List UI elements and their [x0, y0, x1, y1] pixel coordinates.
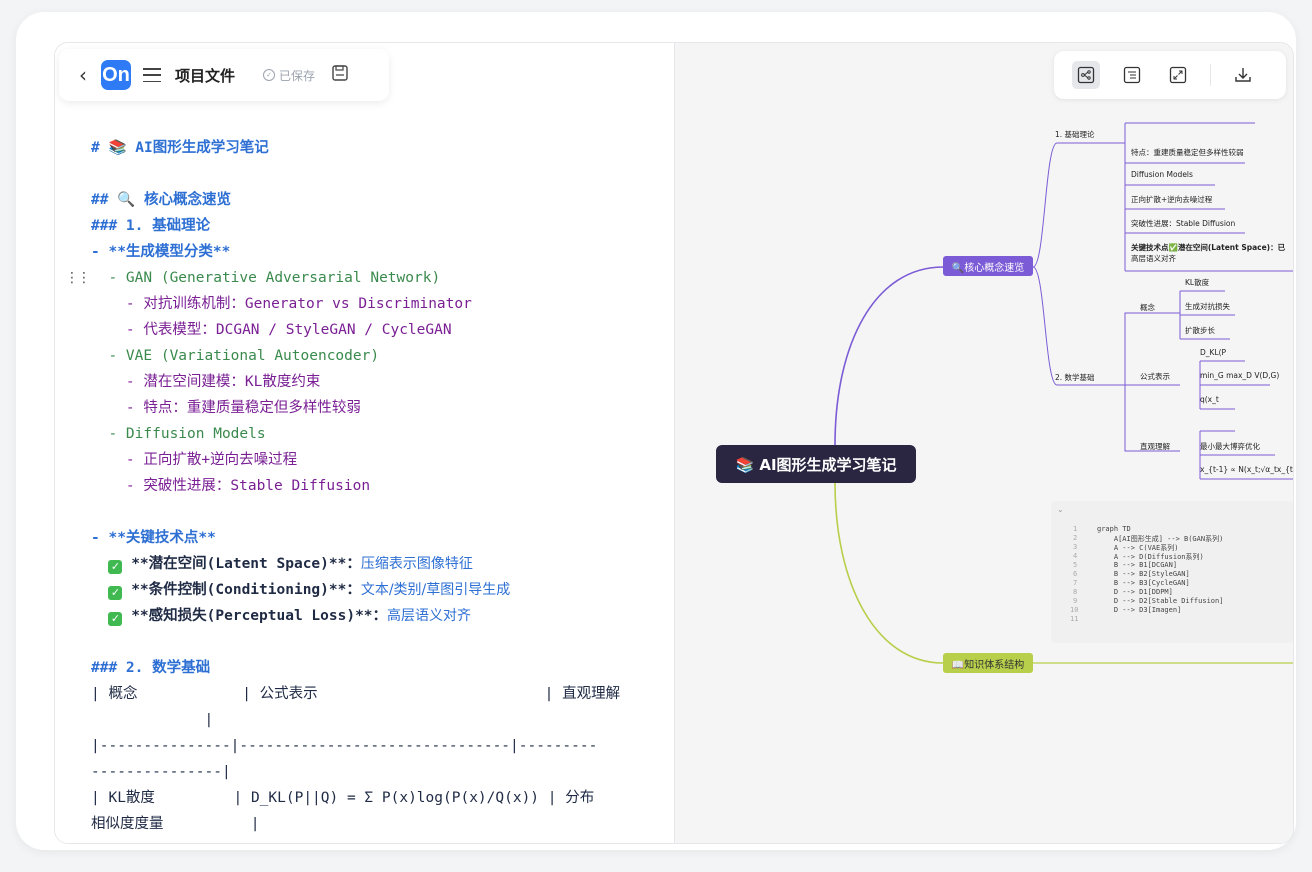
mindmap-label[interactable]: 突破性进展：Stable Diffusion: [1131, 219, 1236, 228]
checkbox-icon: ✓: [108, 586, 123, 600]
mindmap-label[interactable]: Diffusion Models: [1131, 170, 1193, 179]
mindmap-connectors: [834, 122, 1293, 664]
save-icon[interactable]: [331, 64, 349, 86]
mindmap-pane[interactable]: 📚 AI图形生成学习笔记 🔍核心概念速览 📖知识体系结构 1. 基础理论 特点：…: [674, 43, 1293, 843]
editor-line: - Diffusion Models: [91, 426, 266, 442]
expand-icon: [1169, 66, 1187, 84]
editor-line: ✓ **条件控制(Conditioning)**：文本/类别/草图引导生成: [91, 577, 651, 603]
fullscreen-button[interactable]: [1164, 61, 1192, 89]
top-bar: ‹ On 项目文件 ✓ 已保存: [59, 49, 389, 101]
drag-handle-icon[interactable]: ⋮⋮: [65, 270, 91, 286]
app-window: ‹ On 项目文件 ✓ 已保存 ⋮⋮ # 📚 AI图形生成学习笔记 ## 🔍 核…: [54, 42, 1294, 844]
code-line: graph TD: [1097, 525, 1131, 533]
back-button[interactable]: ‹: [79, 63, 87, 87]
mindmap-label[interactable]: min_G max_D V(D,G): [1200, 371, 1280, 380]
download-icon: [1235, 68, 1251, 82]
mindmap-view-button[interactable]: [1072, 61, 1100, 89]
mindmap-label[interactable]: 公式表示: [1140, 372, 1170, 381]
editor-line: |---------------|-----------------------…: [91, 738, 598, 754]
editor-line: - **关键技术点**: [91, 530, 216, 546]
editor-line: ---------------|: [91, 764, 231, 780]
editor-line: ## 🔍 核心概念速览: [91, 192, 231, 208]
menu-icon[interactable]: [143, 68, 161, 82]
editor-line: ✓ **潜在空间(Latent Space)**：压缩表示图像特征: [91, 551, 651, 577]
outline-view-button[interactable]: [1118, 61, 1146, 89]
mindmap-label[interactable]: D_KL(P: [1200, 348, 1227, 357]
editor-line: - 代表模型：DCGAN / StyleGAN / CycleGAN: [91, 322, 452, 338]
mindmap-label[interactable]: q(x_t: [1200, 395, 1219, 404]
editor-line: - 特点：重建质量稳定但多样性较弱: [91, 400, 361, 416]
app-logo: On: [101, 60, 131, 90]
mindmap-label[interactable]: 直观理解: [1140, 442, 1170, 451]
checkbox-icon: ✓: [108, 560, 123, 574]
editor-line: ✓ **感知损失(Perceptual Loss)**：高层语义对齐: [91, 603, 651, 629]
editor-line: ### 2. 数学基础: [91, 660, 211, 676]
editor-line: | 概念 | 公式表示 | 直观理解: [91, 686, 621, 702]
mindmap-label[interactable]: 特点：重建质量稳定但多样性较弱: [1131, 148, 1244, 157]
mermaid-code-block[interactable]: ⌄ 1 2 3 4 5 6 7 8 9 10 11 graph TD A[AI图…: [1051, 501, 1293, 643]
code-line: D --> D1[DDPM]: [1097, 588, 1173, 596]
mindmap-label[interactable]: 扩散步长: [1185, 326, 1215, 335]
mindmap-label[interactable]: 关键技术点✅潜在空间(Latent Space)：已: [1131, 243, 1286, 252]
preview-toolbar: [1054, 51, 1286, 99]
code-line: B --> B3[CycleGAN]: [1097, 579, 1190, 587]
mindmap-node-core-concepts[interactable]: 🔍核心概念速览: [943, 256, 1033, 276]
editor-pane: ‹ On 项目文件 ✓ 已保存 ⋮⋮ # 📚 AI图形生成学习笔记 ## 🔍 核…: [55, 43, 674, 843]
mindmap-root-node[interactable]: 📚 AI图形生成学习笔记: [716, 445, 916, 483]
mindmap-label[interactable]: x_{t-1} ∝ N(x_t;√α_tx_{t: [1200, 465, 1293, 474]
code-line: D --> D3[Imagen]: [1097, 606, 1182, 614]
code-line: B --> B2[StyleGAN]: [1097, 570, 1190, 578]
editor-line: | KL散度 | D_KL(P||Q) = Σ P(x)log(P(x)/Q(x…: [91, 790, 595, 806]
editor-line: |: [91, 712, 214, 728]
mindmap-label[interactable]: KL散度: [1185, 278, 1210, 287]
editor-line: - 正向扩散+逆向去噪过程: [91, 452, 298, 468]
code-line: D --> D2[Stable Diffusion]: [1097, 597, 1224, 605]
code-line: A --> D(Diffusion系列): [1097, 553, 1204, 561]
collapse-chevron-icon[interactable]: ⌄: [1057, 505, 1064, 514]
save-status-label: 已保存: [279, 68, 316, 83]
window-frame: ‹ On 项目文件 ✓ 已保存 ⋮⋮ # 📚 AI图形生成学习笔记 ## 🔍 核…: [16, 12, 1296, 850]
mindmap-label[interactable]: 2. 数学基础: [1055, 373, 1095, 382]
mindmap-label[interactable]: 正向扩散+逆向去噪过程: [1131, 195, 1213, 204]
markdown-editor[interactable]: # 📚 AI图形生成学习笔记 ## 🔍 核心概念速览 ### 1. 基础理论 -…: [91, 135, 651, 837]
mindmap-label[interactable]: 高层语义对齐: [1131, 254, 1176, 263]
mindmap-label[interactable]: 最小最大博弈优化: [1200, 442, 1260, 451]
save-status: ✓ 已保存: [263, 67, 315, 84]
code-line: B --> B1[DCGAN]: [1097, 561, 1178, 569]
mindmap-label[interactable]: 生成对抗损失: [1185, 302, 1230, 311]
editor-line: - **生成模型分类**: [91, 244, 231, 260]
outline-icon: [1123, 66, 1141, 84]
editor-line: - GAN (Generative Adversarial Network): [91, 270, 441, 286]
mindmap-icon: [1077, 66, 1095, 84]
editor-line: - VAE (Variational Autoencoder): [91, 348, 380, 364]
checkbox-icon: ✓: [108, 612, 123, 626]
code-line: A --> C(VAE系列): [1097, 544, 1179, 552]
editor-line: ### 1. 基础理论: [91, 218, 211, 234]
check-circle-icon: ✓: [263, 69, 276, 81]
download-button[interactable]: [1229, 61, 1257, 89]
project-title: 项目文件: [175, 66, 236, 85]
editor-line: # 📚 AI图形生成学习笔记: [91, 140, 269, 156]
editor-line: - 潜在空间建模：KL散度约束: [91, 374, 321, 390]
editor-line: - 突破性进展：Stable Diffusion: [91, 478, 371, 494]
editor-line: - 对抗训练机制：Generator vs Discriminator: [91, 296, 472, 312]
code-line: A[AI图形生成] --> B(GAN系列): [1097, 535, 1224, 543]
mindmap-node-knowledge-structure[interactable]: 📖知识体系结构: [943, 653, 1033, 673]
mindmap-label[interactable]: 1. 基础理论: [1055, 130, 1095, 139]
mindmap-label[interactable]: 概念: [1140, 303, 1155, 312]
editor-line: 相似度度量 |: [91, 816, 260, 832]
